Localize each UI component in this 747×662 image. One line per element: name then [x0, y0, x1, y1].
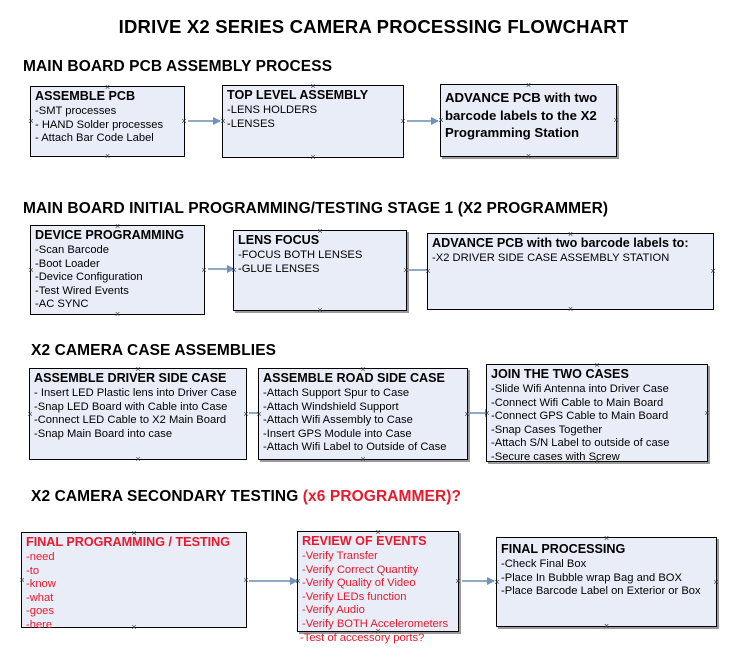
flow-box-title: REVIEW OF EVENTS [302, 534, 427, 548]
resize-handle-bottom[interactable] [525, 153, 532, 160]
flow-box-line: -Device Configuration [35, 271, 143, 284]
arrow-final-programming-to-review-of-events [249, 576, 298, 585]
flow-box-title: FINAL PROCESSING [501, 542, 626, 556]
flow-box-title: JOIN THE TWO CASES [491, 367, 629, 381]
flow-box-title: ASSEMBLE DRIVER SIDE CASE [34, 371, 227, 385]
flow-box-line: -LENS HOLDERS [227, 104, 318, 116]
flow-box-line: - Insert LED Plastic lens into Driver Ca… [34, 387, 237, 399]
flow-box-line: -Boot Loader [35, 257, 100, 270]
flow-box-title: ADVANCE PCB with two barcode labels to t… [445, 90, 598, 140]
resize-handle-left[interactable] [28, 267, 35, 274]
resize-handle-bottom[interactable] [104, 153, 111, 160]
flow-box-line: - Attach Bar Code Label [35, 132, 154, 145]
flow-box-line: -Secure cases with Screw [491, 450, 620, 463]
flow-box-top-level-assembly[interactable]: TOP LEVEL ASSEMBLY -LENS HOLDERS -LENSES [222, 85, 404, 158]
flow-box-title: ASSEMBLE ROAD SIDE CASE [263, 371, 445, 385]
resize-handle-bottom[interactable] [135, 456, 142, 463]
flow-box-assemble-driver-side-case[interactable]: ASSEMBLE DRIVER SIDE CASE - Insert LED P… [29, 368, 247, 460]
flow-box-line: -Attach Wifi Label to Outside of Case [263, 441, 447, 454]
arrow-review-of-events-to-final-processing [462, 576, 495, 585]
flow-box-review-of-events[interactable]: REVIEW OF EVENTS -Verify Transfer -Verif… [297, 531, 459, 632]
flow-box-assemble-pcb[interactable]: ASSEMBLE PCB -SMT processes - HAND Solde… [30, 86, 185, 157]
page-title: IDRIVE X2 SERIES CAMERA PROCESSING FLOWC… [118, 16, 629, 37]
flow-box-line: -LENSES [227, 117, 275, 130]
flow-box-line: -Attach Wifi Assembly to Case [263, 414, 413, 427]
section-header-text: MAIN BOARD INITIAL PROGRAMMING/TESTING S… [23, 200, 609, 217]
flow-box-line: -Attach S/N Label to outside of case [491, 437, 670, 450]
flow-box-line: -here [26, 618, 53, 631]
flow-box-line: -Verify BOTH Accelerometers [302, 617, 449, 630]
flow-box-line: -GLUE LENSES [238, 262, 320, 275]
flow-box-final-programming-testing[interactable]: FINAL PROGRAMMING / TESTING -need -to -k… [19, 532, 247, 631]
section-header-main-board-pcb-assembly: MAIN BOARD PCB ASSEMBLY PROCESS [23, 58, 332, 76]
flow-box-line: -Scan Barcode [35, 244, 110, 256]
flow-box-line: -Attach Windshield Support [263, 400, 399, 413]
flow-box-line: -Connect LED Cable to X2 Main Board [34, 414, 227, 427]
flow-box-advance-pcb-programming-station[interactable]: ADVANCE PCB with two barcode labels to t… [440, 84, 617, 157]
arrow-top-level-assembly-to-advance-pcb [407, 116, 439, 125]
flow-box-line: -Snap Cases Together [491, 423, 603, 436]
flow-box-line: -Connect Wifi Cable to Main Board [491, 396, 664, 409]
section-header-x2-camera-secondary-testing: X2 CAMERA SECONDARY TESTING (x6 PROGRAMM… [31, 488, 461, 506]
flow-box-line: -Test Wired Events [35, 284, 129, 297]
flow-box-line: -Insert GPS Module into Case [263, 427, 412, 440]
flow-box-line: - HAND Solder processes [35, 118, 164, 131]
arrow-device-programming-to-lens-focus [208, 264, 235, 273]
flow-box-line: -Verify Quality of Video [302, 577, 416, 590]
flow-box-final-processing[interactable]: FINAL PROCESSING -Check Final Box -Place… [496, 537, 717, 627]
section-header-text: MAIN BOARD PCB ASSEMBLY PROCESS [23, 58, 333, 75]
flow-box-join-the-two-cases[interactable]: JOIN THE TWO CASES -Slide Wifi Antenna i… [486, 364, 708, 463]
flow-box-line: -Snap LED Board with Cable into Case [34, 400, 228, 413]
resize-handle-bottom[interactable] [567, 306, 574, 313]
flow-box-assemble-road-side-case[interactable]: ASSEMBLE ROAD SIDE CASE -Attach Support … [258, 368, 468, 460]
resize-handle-left[interactable] [28, 118, 35, 125]
flow-box-line: -Place Barcode Label on Exterior or Box [501, 585, 701, 598]
flow-box-title: DEVICE PROGRAMMING [35, 228, 185, 242]
flow-box-line: -to [26, 564, 40, 577]
resize-handle-bottom[interactable] [317, 307, 324, 314]
flow-box-line: -FOCUS BOTH LENSES [238, 249, 363, 261]
flow-box-line: -Snap Main Board into case [34, 427, 173, 440]
section-header-text: X2 CAMERA CASE ASSEMBLIES [31, 342, 277, 359]
flow-box-title: FINAL PROGRAMMING / TESTING [26, 535, 231, 549]
resize-handle-top[interactable] [603, 535, 610, 542]
flow-box-line: -Connect GPS Cable to Main Board [491, 410, 669, 423]
flow-box-overflow-line-review-of-events: -Test of accessory ports? [300, 632, 425, 644]
flow-box-line: -AC SYNC [35, 298, 89, 311]
arrow-assemble-pcb-to-top-level-assembly [188, 116, 221, 125]
flow-box-lens-focus[interactable]: LENS FOCUS -FOCUS BOTH LENSES -GLUE LENS… [233, 230, 407, 311]
flow-box-line: -Slide Wifi Antenna into Driver Case [491, 383, 669, 395]
resize-handle-bottom[interactable] [310, 154, 317, 161]
flow-box-line: -X2 DRIVER SIDE CASE ASSEMBLY STATION [432, 252, 670, 264]
flow-box-device-programming[interactable]: DEVICE PROGRAMMING -Scan Barcode -Boot L… [30, 225, 205, 315]
flow-box-line: -SMT processes [35, 105, 117, 117]
flow-box-line: -Verify LEDs function [302, 590, 407, 603]
flow-box-title: TOP LEVEL ASSEMBLY [227, 88, 369, 102]
resize-handle-left[interactable] [27, 411, 34, 418]
resize-handle-top[interactable] [525, 82, 532, 89]
flow-box-line: -know [26, 578, 56, 591]
flow-box-title: LENS FOCUS [238, 233, 320, 247]
flow-box-advance-pcb-driver-side-case[interactable]: ADVANCE PCB with two barcode labels to: … [427, 233, 714, 310]
flow-box-line: -goes [26, 605, 54, 618]
resize-handle-right[interactable] [710, 268, 717, 275]
section-header-x2-camera-case-assemblies: X2 CAMERA CASE ASSEMBLIES [31, 342, 276, 360]
flow-box-line: -need [26, 551, 55, 563]
flow-box-line: -Place In Bubble wrap Bag and BOX [501, 571, 682, 584]
resize-handle-bottom[interactable] [360, 456, 367, 463]
flow-box-line: -Attach Support Spur to Case [263, 387, 410, 399]
flow-box-line: -Verify Correct Quantity [302, 563, 419, 576]
resize-handle-left[interactable] [19, 577, 26, 584]
flow-box-title: ADVANCE PCB with two barcode labels to: [432, 236, 689, 250]
resize-handle-bottom[interactable] [603, 623, 610, 630]
flow-box-line: -Verify Transfer [302, 550, 378, 562]
flow-box-line: -Verify Audio [302, 604, 365, 617]
section-header-main-board-initial-programming: MAIN BOARD INITIAL PROGRAMMING/TESTING S… [23, 200, 608, 218]
section-header-suffix: (x6 PROGRAMMER)? [302, 488, 462, 505]
section-header-text: X2 CAMERA SECONDARY TESTING [31, 488, 303, 505]
flow-box-line: -what [26, 591, 54, 604]
flow-box-line: -Check Final Box [501, 558, 587, 570]
flow-box-title: ASSEMBLE PCB [35, 89, 136, 103]
